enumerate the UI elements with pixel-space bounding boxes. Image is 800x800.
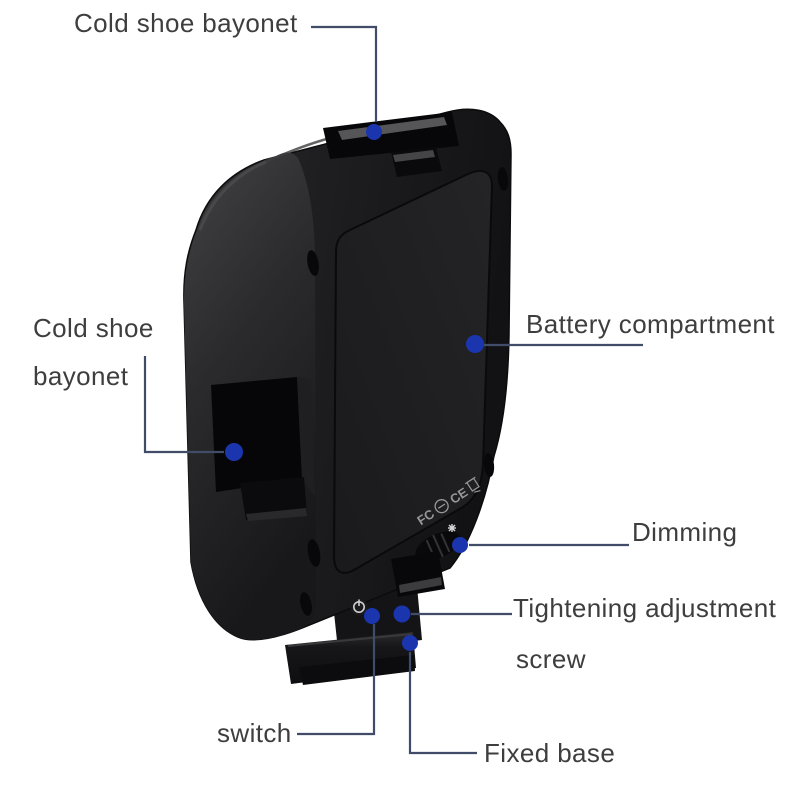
label-dimming: Dimming — [632, 517, 738, 547]
callout-dot-battery — [466, 335, 484, 353]
brightness-icon — [448, 524, 456, 532]
callout-dot-tightening — [393, 605, 411, 623]
leader-lines — [143, 25, 643, 755]
screw-hole — [307, 539, 321, 567]
label-fixed-base: Fixed base — [484, 738, 616, 768]
callout-dot-top-cold-shoe — [366, 124, 382, 140]
screw-hole — [483, 453, 495, 477]
callout-dots — [225, 124, 484, 651]
label-left-cold-shoe-line2: bayonet — [33, 361, 129, 391]
label-switch: switch — [217, 718, 292, 748]
screw-hole — [300, 592, 312, 616]
label-tightening-line2: screw — [516, 644, 586, 674]
weee-bin-icon — [464, 476, 481, 493]
callout-dot-switch — [364, 608, 380, 624]
top-cold-shoe-slot — [323, 112, 459, 177]
callout-dot-fixed-base — [402, 635, 418, 651]
screw-hole — [307, 250, 319, 276]
circled-dash-icon — [434, 499, 449, 514]
leader-line-fixed-base — [408, 652, 477, 755]
leader-line-top-cold-shoe — [311, 25, 378, 122]
left-cold-shoe-slot — [211, 377, 315, 521]
label-left-cold-shoe-line1: Cold shoe — [33, 313, 154, 343]
battery-compartment-door — [332, 169, 494, 574]
leader-line-switch — [297, 624, 376, 736]
label-top-cold-shoe-bayonet: Cold shoe bayonet — [74, 8, 298, 38]
screw-hole — [497, 167, 509, 191]
label-battery-compartment: Battery compartment — [526, 309, 775, 339]
leader-line-left-cold-shoe — [143, 356, 224, 454]
callout-dot-left-cold-shoe — [225, 443, 243, 461]
callout-dot-dimming — [452, 537, 468, 553]
bottom-slot — [391, 551, 445, 597]
label-tightening-line1: Tightening adjustment — [513, 593, 777, 623]
screw-holes — [300, 167, 509, 616]
power-icon — [350, 598, 368, 616]
